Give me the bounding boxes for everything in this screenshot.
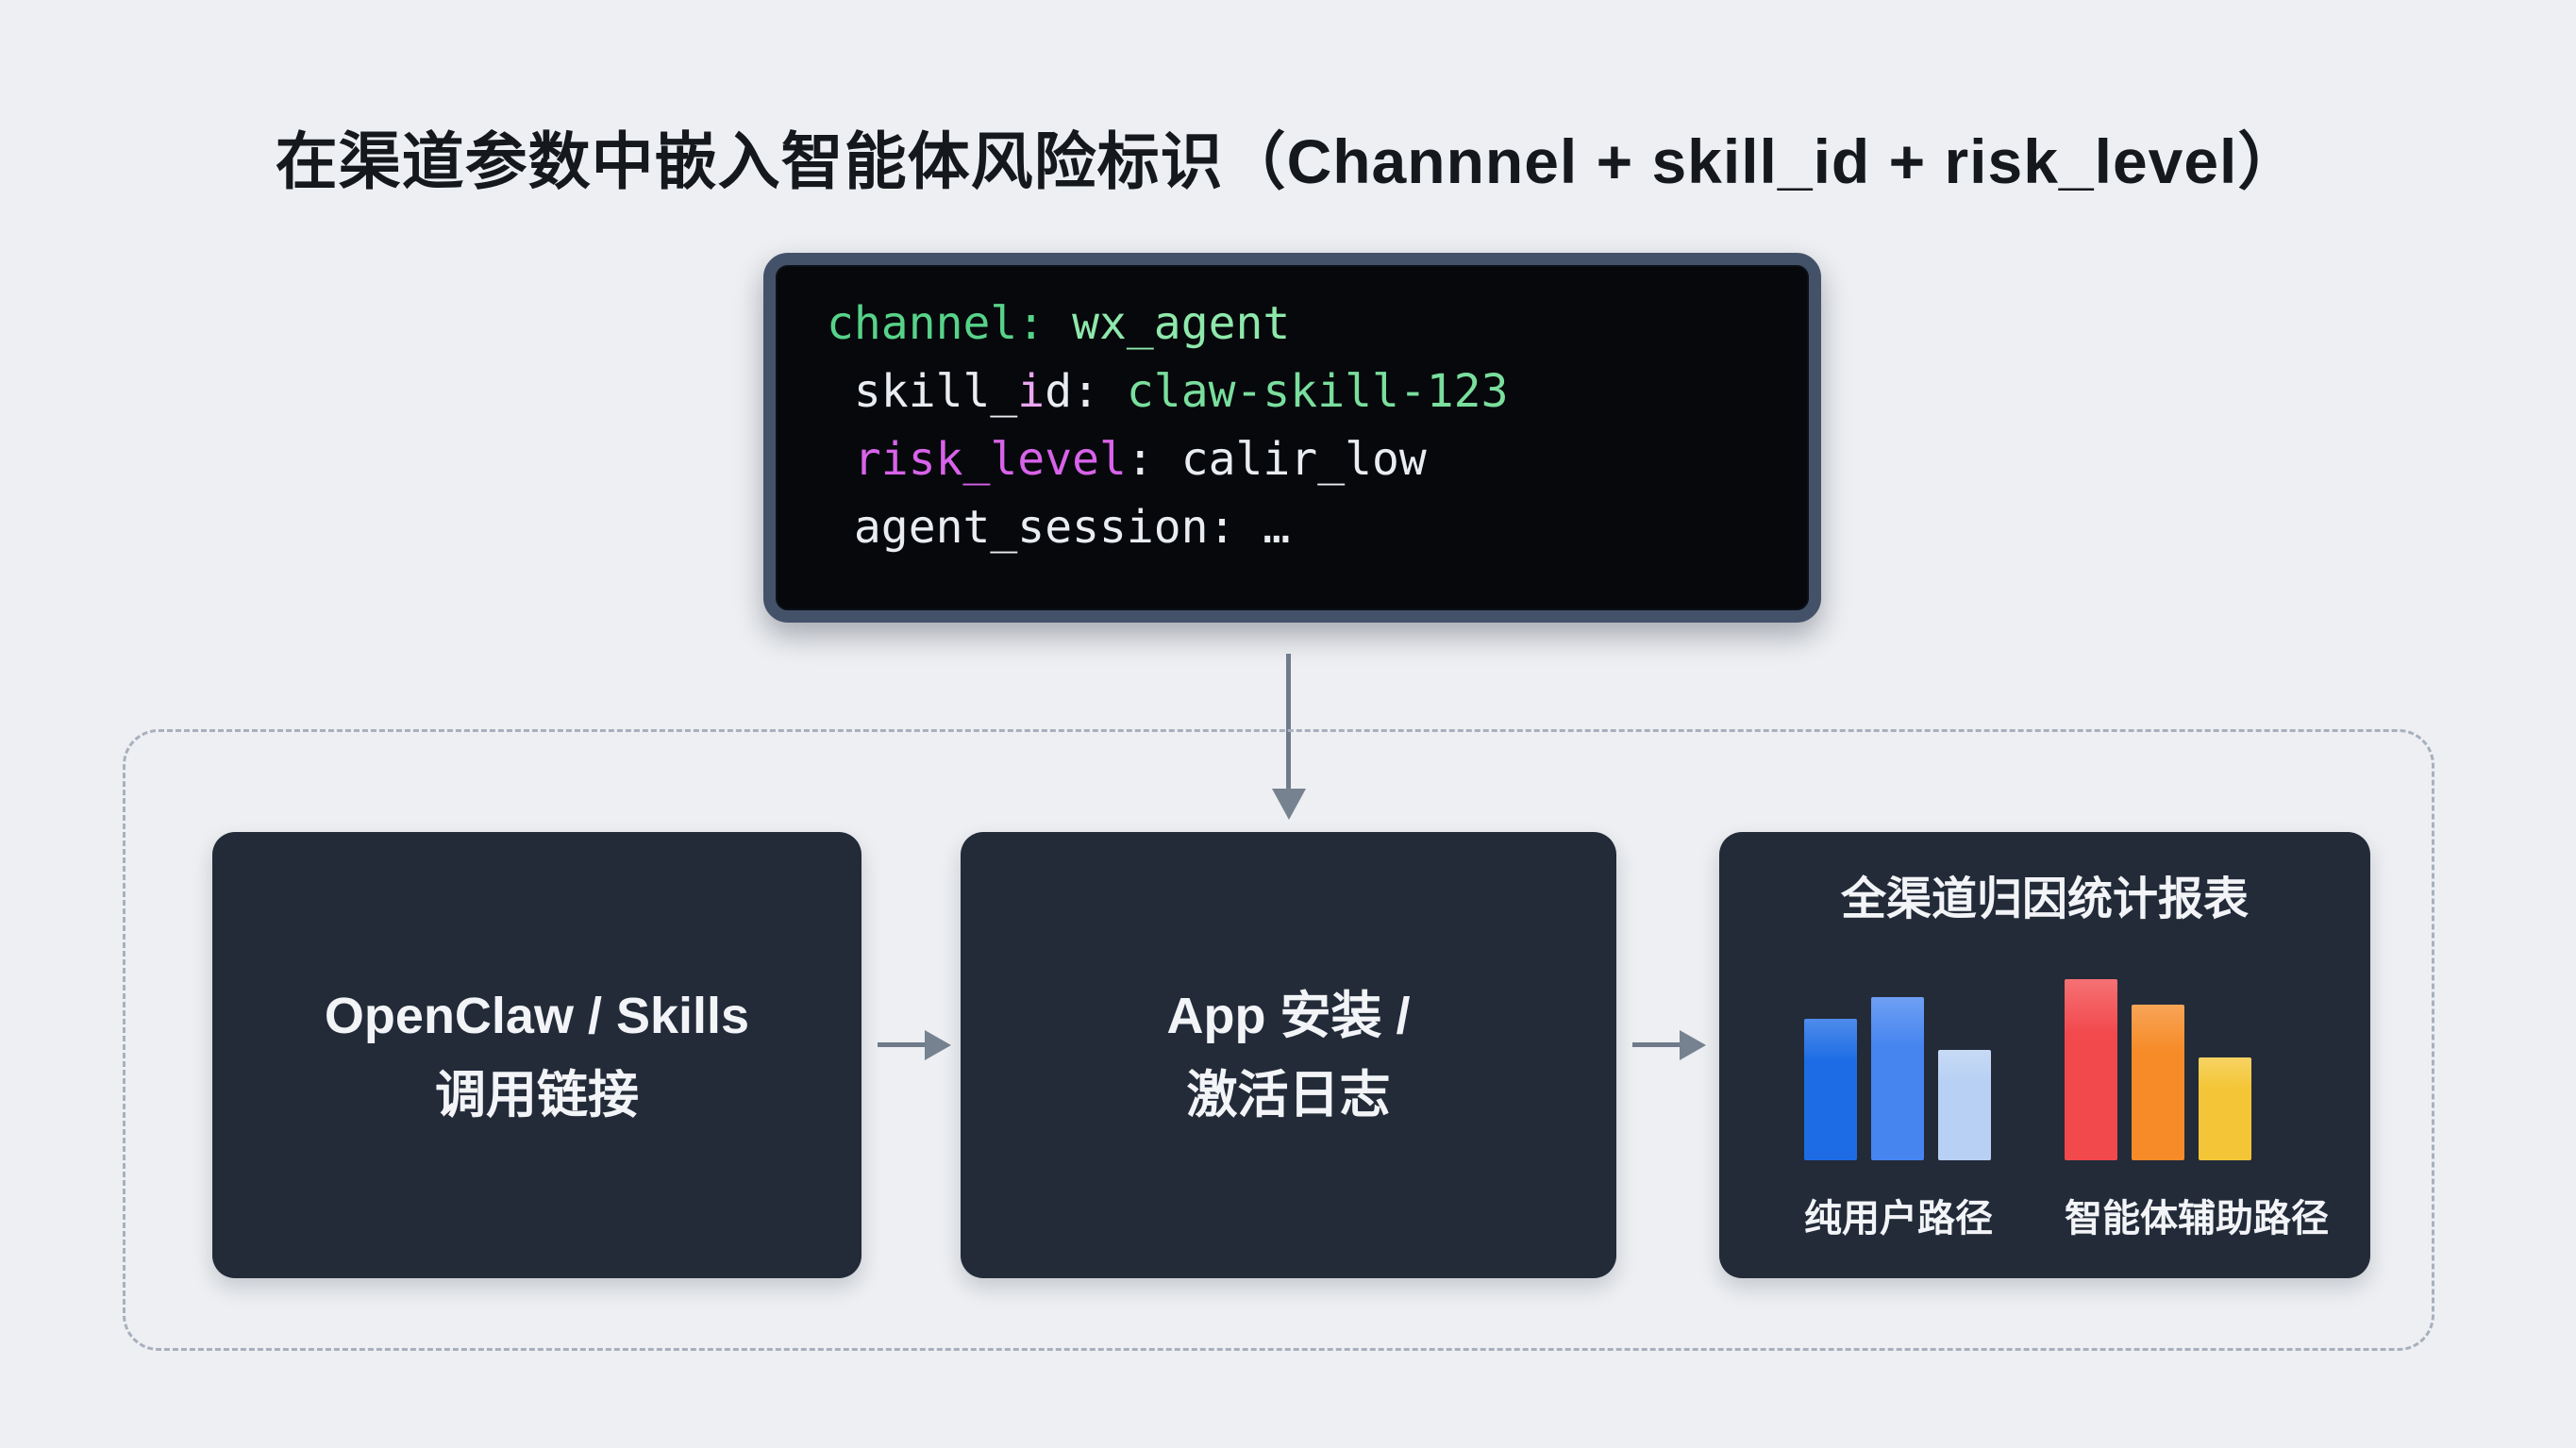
bar [1871,997,1924,1160]
code-segment: i [1017,365,1045,418]
arrow-right-icon [925,1030,951,1060]
flow-box-attribution-report: 全渠道归因统计报表 纯用户路径 智能体辅助路径 [1719,832,2370,1278]
report-title: 全渠道归因统计报表 [1840,874,2249,924]
flow-dashed-container [123,729,2434,1351]
bar [2065,979,2117,1160]
code-segment: wx_agent [1072,297,1291,350]
box1-line2: 调用链接 [435,1066,639,1123]
arrow-right-icon [1680,1030,1706,1060]
bar-group [1804,979,1991,1160]
code-segment: calir_low [1153,433,1427,486]
arrow-down-line [1286,654,1291,791]
page-title: 在渠道参数中嵌入智能体风险标识（Channnel + skill_id + ri… [275,126,2301,196]
box2-line2: 激活日志 [1186,1066,1391,1123]
bar [1804,1019,1857,1160]
code-segment: risk_level [827,433,1127,486]
bar [1938,1050,1991,1160]
attribution-bar-chart [1804,979,2251,1160]
code-segment: channel: [827,297,1045,350]
chart-group-label: 智能体辅助路径 [2065,1198,2329,1240]
code-segment: : [1126,433,1154,486]
bar [2199,1057,2251,1160]
code-content: channel: wx_agent skill_id: claw-skill-1… [776,265,1809,561]
box2-line1: App 安装 / [1166,987,1411,1044]
arrow-right-line [878,1042,927,1047]
code-segment: d: [1045,365,1099,418]
box1-line1: OpenClaw / Skills [324,987,750,1044]
code-segment: claw-skill-123 [1099,365,1509,418]
flow-box-app-install-logs: App 安装 / 激活日志 [961,832,1616,1278]
code-terminal: channel: wx_agent skill_id: claw-skill-1… [763,253,1821,623]
bar [2132,1005,2184,1160]
arrow-right-line [1632,1042,1681,1047]
flow-box-openclaw-skills: OpenClaw / Skills 调用链接 [212,832,861,1278]
code-segment: agent_session: … [827,501,1291,554]
arrow-down-icon [1272,789,1306,820]
code-segment [1045,297,1072,350]
chart-group-label: 纯用户路径 [1804,1198,1993,1240]
code-segment: skill_ [827,365,1018,418]
chart-group-labels: 纯用户路径 智能体辅助路径 [1804,1188,2329,1242]
bar-group [2065,979,2251,1160]
